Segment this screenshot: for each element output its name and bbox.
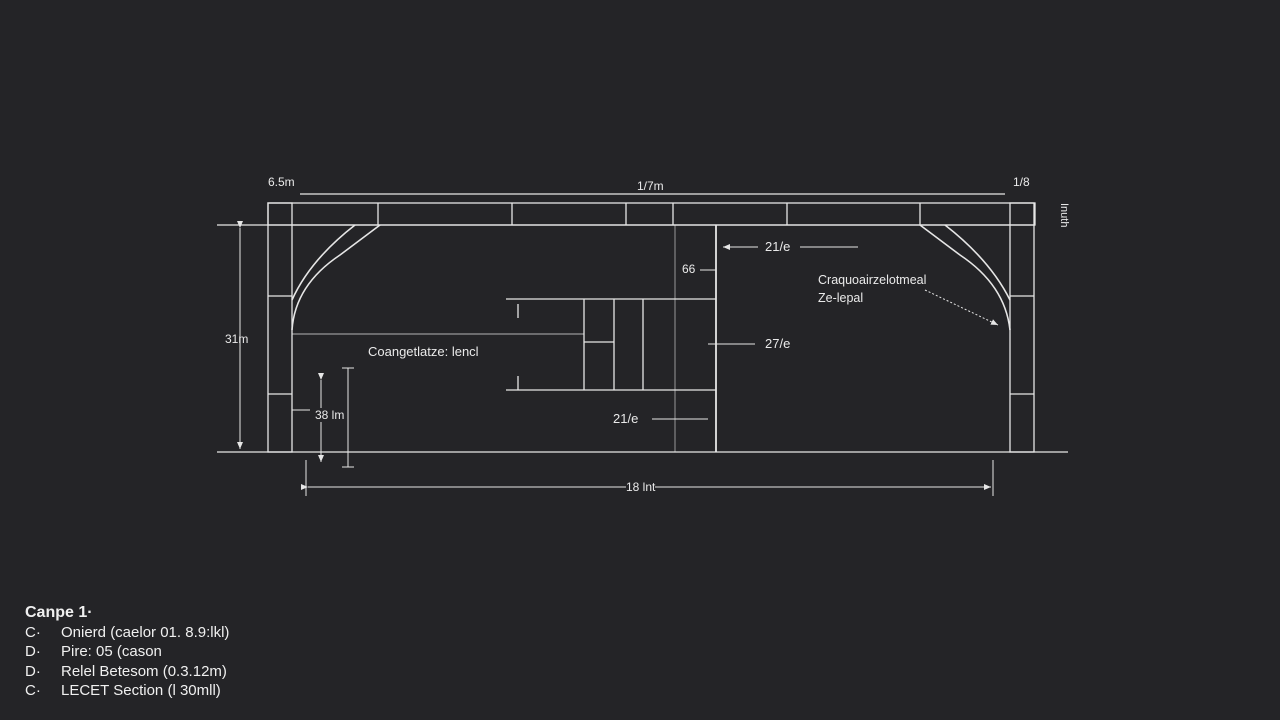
center-frame (292, 225, 717, 452)
label-right-vertical: Inuth (1058, 203, 1070, 228)
legend-text: LECET Section (l 30mll) (61, 682, 221, 699)
right-column (1009, 202, 1035, 453)
legend-text: Pire: 05 (cason (61, 643, 162, 660)
right-brace (919, 224, 1011, 331)
legend-title: Canpe 1· (25, 604, 93, 621)
label-dim-66: 66 (682, 262, 696, 276)
legend-item: D· Pire: 05 (cason (25, 642, 229, 662)
legend-text: Relel Betesom (0.3.12m) (61, 662, 227, 680)
top-beam (217, 193, 1036, 226)
callout-right-line2: Ze-lepal (818, 291, 864, 305)
legend-key: C· (25, 682, 41, 699)
legend-item: D· Relel Betesom (0.3.12m) (25, 662, 229, 682)
label-dim-a: 21/e (765, 239, 791, 254)
callout-center: Coangetlatze: lencl (368, 344, 479, 359)
left-brace (291, 224, 381, 331)
left-column (267, 202, 293, 453)
legend-item: C· Onierd (caelor 01. 8.9:lkl) (25, 623, 229, 643)
label-top-right: 1/8 (1013, 175, 1030, 189)
callout-right-line1: Craquoairzelotmeal (818, 273, 927, 287)
label-height: 31m (225, 332, 249, 346)
legend-text: Onierd (caelor 01. 8.9:lkl) (61, 623, 230, 641)
legend: Canpe 1· C· Onierd (caelor 01. 8.9:lkl) D… (25, 603, 229, 701)
label-span: 18 lnt (626, 480, 656, 494)
label-top-left: 6.5m (268, 175, 295, 189)
dimension-lines (237, 221, 999, 496)
legend-key: D· (25, 643, 41, 660)
legend-key: C· (25, 623, 41, 641)
label-dim-b: 27/e (765, 336, 791, 351)
legend-item: C· LECET Section (l 30mll) (25, 681, 229, 701)
label-top-center: 1/7m (637, 179, 664, 193)
legend-key: D· (25, 662, 41, 680)
label-dim-small: 38 lm (315, 408, 345, 422)
label-dim-c: 21/e (613, 411, 639, 426)
